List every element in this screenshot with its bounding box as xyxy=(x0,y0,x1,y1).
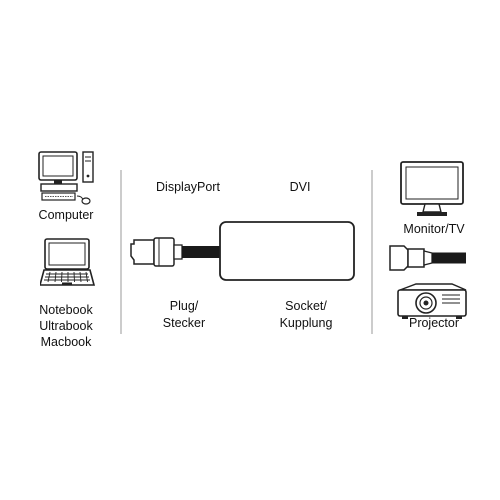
monitor-tv-label: Monitor/TV xyxy=(403,222,465,236)
socket-label: Socket/ xyxy=(285,299,327,313)
projector-label: Projector xyxy=(408,316,460,330)
cable-icon xyxy=(182,246,222,258)
displayport-plug-icon xyxy=(130,239,155,265)
kupplung-label: Kupplung xyxy=(279,316,333,330)
notebook-icon xyxy=(40,238,96,286)
plug-label: Plug/ xyxy=(169,299,199,313)
dvi-cable-icon xyxy=(389,245,466,271)
dvi-label: DVI xyxy=(289,180,311,194)
monitor-icon xyxy=(400,161,464,216)
displayport-label: DisplayPort xyxy=(156,180,220,194)
ultrabook-label: Ultrabook xyxy=(39,319,93,333)
computer-label: Computer xyxy=(38,208,94,222)
dvi-socket-box-icon xyxy=(219,221,355,281)
projector-icon xyxy=(397,283,467,319)
notebook-label: Notebook xyxy=(39,303,93,317)
computer-icon xyxy=(38,151,94,205)
stecker-label: Stecker xyxy=(162,316,206,330)
adapter-illustration xyxy=(130,221,355,281)
macbook-label: Macbook xyxy=(40,335,92,349)
